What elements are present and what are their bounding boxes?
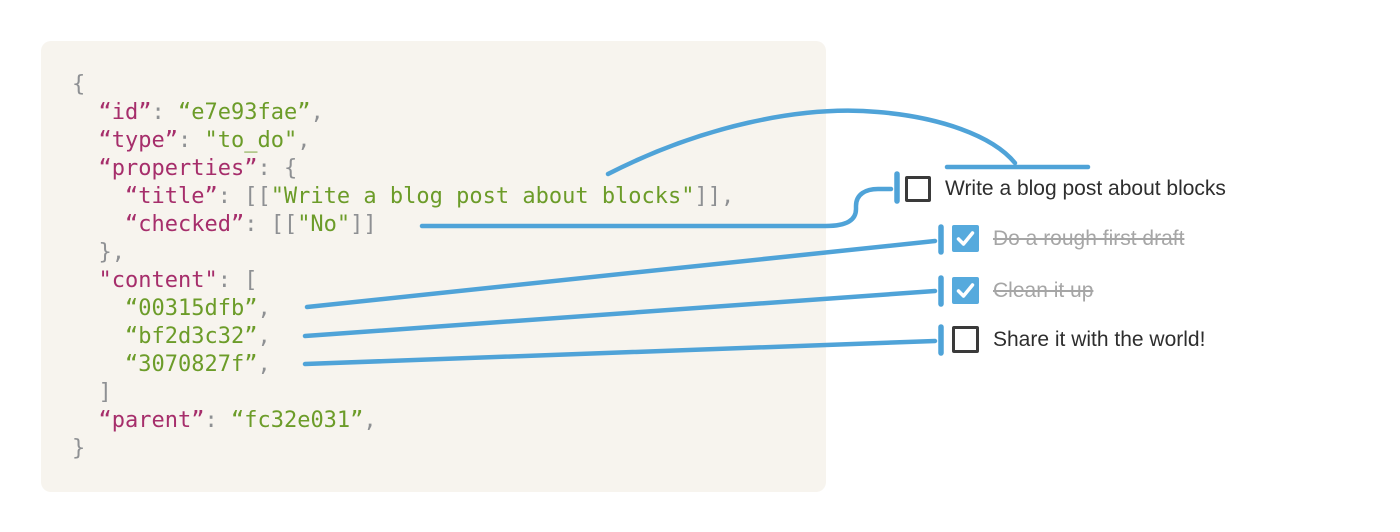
json-code: { “id”: “e7e93fae”, “type”: "to_do", “pr… [72, 72, 735, 461]
todo-label: Share it with the world! [993, 327, 1206, 351]
code-panel: { “id”: “e7e93fae”, “type”: "to_do", “pr… [41, 41, 826, 492]
todo-checkbox[interactable] [952, 326, 979, 353]
todo-checkbox[interactable] [952, 225, 979, 252]
todo-item: Share it with the world! [952, 326, 1205, 353]
checkmark-icon [956, 283, 975, 298]
todo-item: Write a blog post about blocks [905, 175, 1226, 202]
todo-item: Clean it up [952, 277, 1093, 304]
todo-label: Do a rough first draft [993, 226, 1185, 250]
todo-checkbox[interactable] [905, 175, 931, 202]
todo-label: Clean it up [993, 278, 1094, 302]
todo-item: Do a rough first draft [952, 225, 1184, 252]
checkmark-icon [956, 231, 975, 246]
todo-label: Write a blog post about blocks [945, 176, 1226, 200]
todo-checkbox[interactable] [952, 277, 979, 304]
